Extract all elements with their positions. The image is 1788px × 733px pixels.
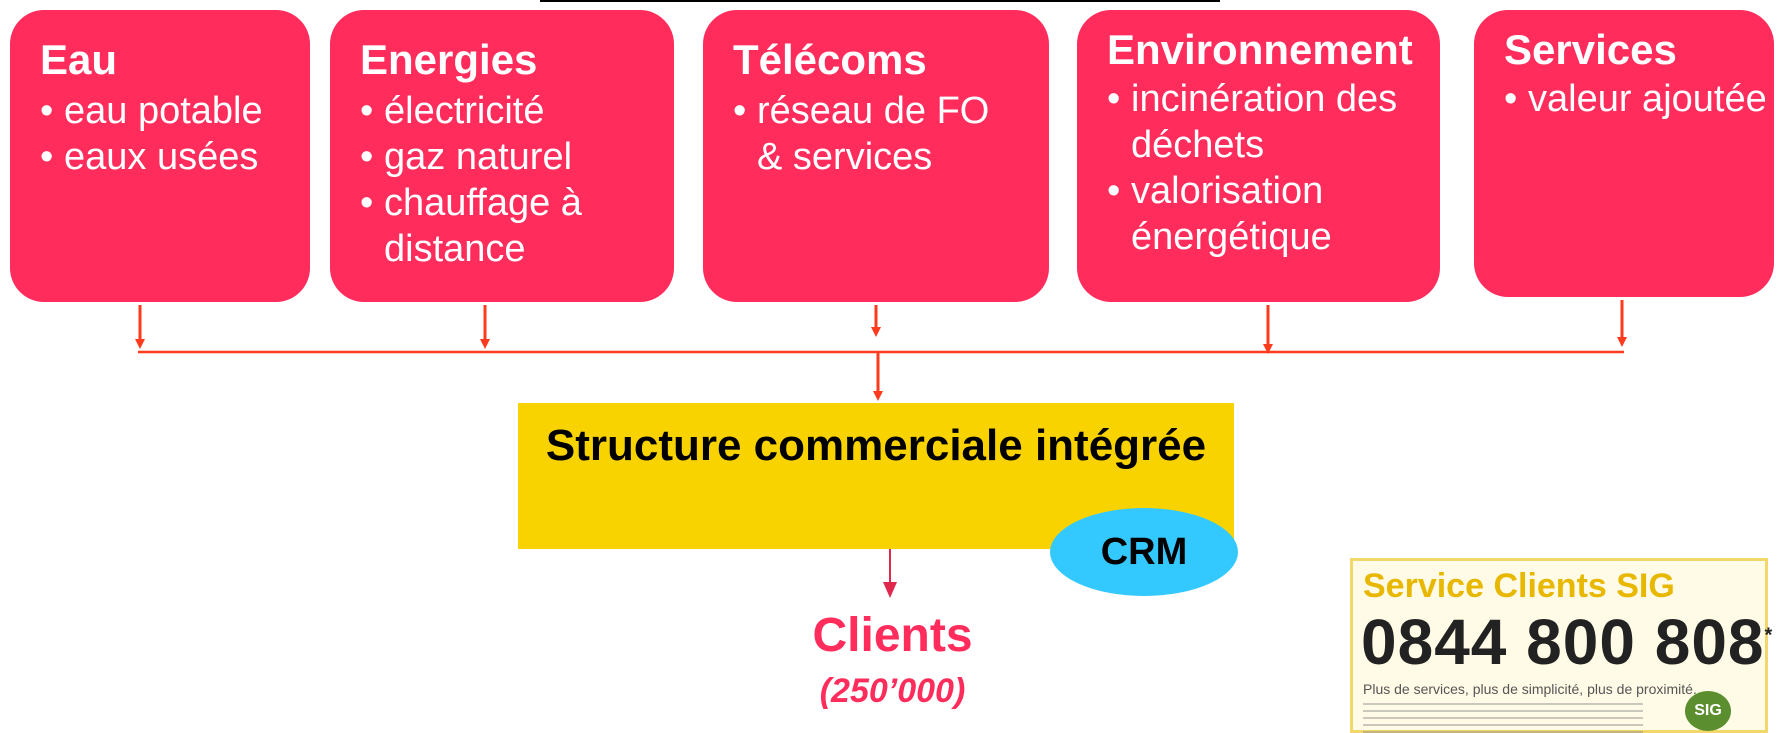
- sector-title: Services: [1504, 26, 1677, 73]
- clients-count: (250’000): [819, 672, 966, 710]
- top-rule: [540, 0, 1220, 2]
- sector-items: •réseau de FO& services: [733, 88, 989, 180]
- ad-title: Service Clients SIG: [1363, 567, 1675, 605]
- sector-item: •valeur ajoutée: [1504, 78, 1767, 120]
- sector-item: •eau potable: [40, 90, 263, 132]
- sector-box-telecoms: Télécoms •réseau de FO& services: [703, 10, 1049, 302]
- sector-box-energies: Energies •électricité •gaz naturel •chau…: [330, 10, 674, 302]
- ad-fine-print: [1363, 703, 1643, 733]
- sector-title: Eau: [40, 36, 118, 83]
- clients-label: Clients: [812, 609, 973, 662]
- sector-title: Télécoms: [733, 36, 927, 83]
- sector-item: •gaz naturel: [360, 136, 573, 178]
- sector-title: Energies: [360, 36, 538, 83]
- sig-logo-icon: SIG: [1685, 691, 1731, 731]
- service-clients-ad: Service Clients SIG 0844 800 808* Plus d…: [1350, 558, 1772, 733]
- ad-tagline: Plus de services, plus de simplicité, pl…: [1363, 681, 1697, 697]
- sector-items: •eau potable •eaux usées: [40, 88, 263, 180]
- crm-badge: CRM: [1050, 508, 1238, 596]
- sector-item: •eaux usées: [40, 136, 259, 178]
- ad-phone: 0844 800 808*: [1361, 606, 1774, 678]
- connector-lines: [135, 300, 1627, 598]
- sector-items: •valeur ajoutée: [1504, 76, 1767, 122]
- sector-box-eau: Eau •eau potable •eaux usées: [10, 10, 310, 302]
- sector-box-services: Services •valeur ajoutée: [1474, 10, 1774, 297]
- sector-item: •réseau de FO& services: [733, 90, 990, 178]
- sector-item: •électricité: [360, 90, 545, 132]
- structure-title: Structure commerciale intégrée: [545, 421, 1207, 470]
- sector-title: Environnement: [1107, 26, 1413, 73]
